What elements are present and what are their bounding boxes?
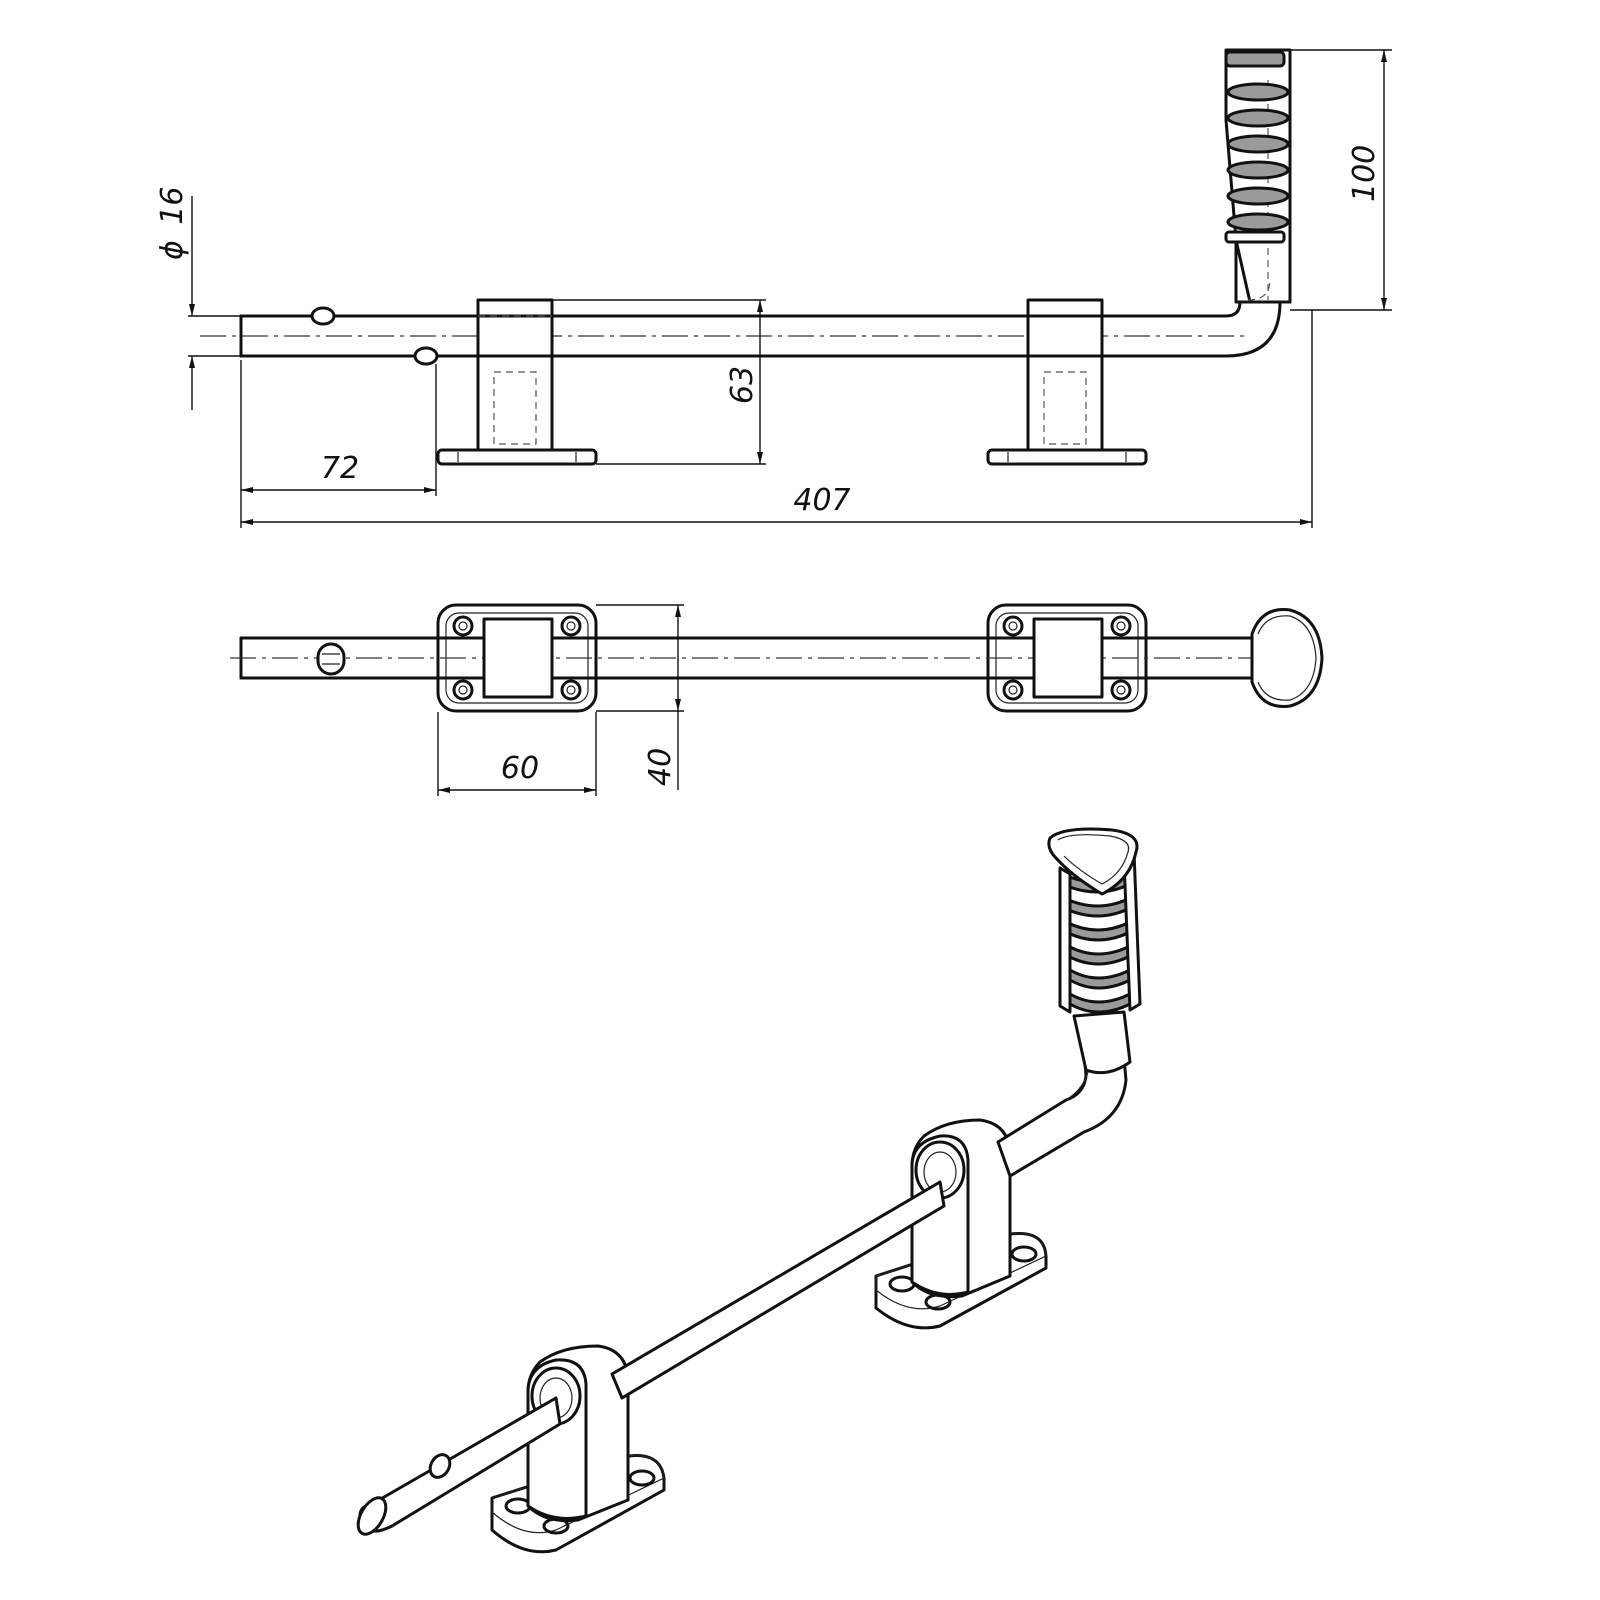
dimension-hole-offset: 72	[240, 360, 437, 528]
top-view: 60 40	[230, 603, 1324, 796]
dimension-base-depth: 40	[596, 604, 684, 790]
dimension-base-width: 60	[437, 712, 597, 796]
front-view: ϕ 16 100 63 72 407	[155, 48, 1392, 528]
dimension-diameter: ϕ 16	[155, 186, 241, 410]
isometric-view	[356, 827, 1142, 1554]
base-width-label: 60	[501, 751, 539, 786]
top-handle-knob	[1250, 608, 1324, 708]
total-length-label: 407	[793, 483, 850, 518]
iso-bracket-right	[874, 1118, 1048, 1330]
handle-grip	[1224, 48, 1292, 304]
iso-bracket-left	[490, 1344, 666, 1554]
iso-pin-hole	[428, 1453, 452, 1479]
pin-hole-lower	[413, 346, 439, 366]
base-depth-label: 40	[643, 748, 678, 786]
front-bracket-right	[986, 298, 1148, 466]
top-post-left	[482, 617, 554, 699]
diameter-symbol: ϕ	[155, 240, 190, 260]
svg-text:ϕ 16: ϕ 16	[155, 186, 190, 260]
pin-hole-upper	[310, 306, 336, 326]
front-bracket-left	[436, 298, 598, 466]
diameter-value: 16	[155, 186, 190, 224]
dimension-post-height: 63	[552, 299, 766, 465]
post-height-label: 63	[725, 366, 760, 404]
dimension-total-length: 407	[241, 310, 1313, 528]
iso-handle-grip	[1047, 827, 1142, 1075]
top-pin-slot	[316, 642, 346, 676]
handle-height-label: 100	[1347, 145, 1382, 202]
top-post-right	[1032, 617, 1104, 699]
hole-offset-label: 72	[321, 451, 359, 486]
dimension-handle-height: 100	[1290, 49, 1392, 311]
